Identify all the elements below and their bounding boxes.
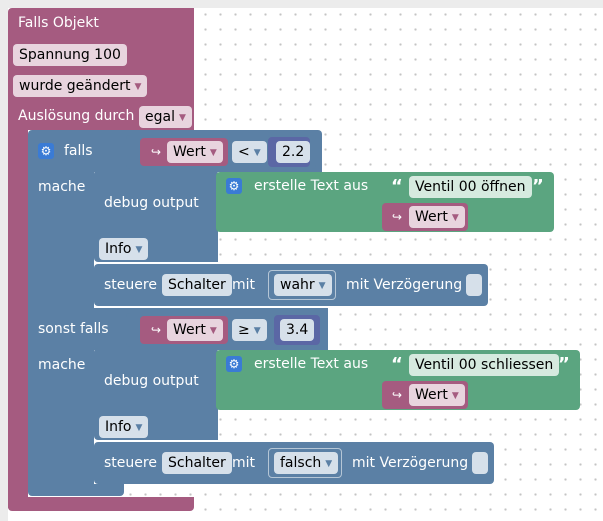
operator-dropdown[interactable]: ≥▼: [232, 319, 267, 341]
return-arrow-icon: ↪: [151, 145, 162, 159]
trigger-dropdown-label: egal: [145, 109, 175, 125]
return-arrow-icon: ↪: [151, 323, 162, 337]
if-label: falls: [64, 143, 93, 159]
variable-dropdown[interactable]: Wert▼: [409, 384, 465, 406]
variable-dropdown-label: Wert: [173, 322, 206, 338]
make-text-label: erstelle Text aus: [254, 356, 369, 372]
triangle-down-icon: ▼: [135, 423, 143, 433]
operator-dropdown-label: <: [238, 144, 250, 160]
triangle-down-icon: ▼: [209, 326, 217, 336]
with-label: mit: [232, 277, 256, 293]
block-header-label: Falls Objekt: [18, 15, 99, 31]
quote-open-icon: “: [391, 354, 403, 375]
target-object-field[interactable]: Schalter: [162, 274, 232, 296]
delay-label: mit Verzögerung: [352, 455, 469, 471]
debug-output-label: debug output: [104, 195, 199, 211]
condition-dropdown[interactable]: wurde geändert▼: [13, 75, 148, 97]
delay-label: mit Verzögerung: [346, 277, 463, 293]
log-level-dropdown[interactable]: Info▼: [99, 238, 149, 260]
control-label: steuere: [104, 455, 157, 471]
triangle-down-icon: ▼: [178, 113, 186, 123]
number-field[interactable]: 3.4: [280, 319, 315, 341]
triangle-down-icon: ▼: [209, 148, 217, 158]
boolean-dropdown-label: falsch: [280, 455, 322, 471]
boolean-socket: [268, 270, 336, 300]
variable-dropdown[interactable]: Wert▼: [167, 141, 223, 163]
workspace-left-border: [0, 0, 8, 521]
with-label: mit: [232, 455, 256, 471]
target-object-field[interactable]: Schalter: [162, 452, 232, 474]
quote-close-icon: ”: [532, 176, 544, 197]
log-level-dropdown-label: Info: [105, 241, 132, 257]
do-label: mache: [38, 357, 86, 373]
triangle-down-icon: ▼: [325, 459, 333, 469]
gear-icon[interactable]: ⚙: [38, 143, 54, 159]
make-text-label: erstelle Text aus: [254, 178, 369, 194]
else-if-label: sonst falls: [38, 321, 109, 337]
variable-dropdown[interactable]: Wert▼: [409, 206, 465, 228]
variable-dropdown[interactable]: Wert▼: [167, 319, 223, 341]
triangle-down-icon: ▼: [318, 281, 326, 291]
quote-open-icon: “: [391, 176, 403, 197]
quote-close-icon: ”: [558, 354, 570, 375]
control-label: steuere: [104, 277, 157, 293]
return-arrow-icon: ↪: [392, 210, 403, 224]
triangle-down-icon: ▼: [451, 391, 459, 401]
variable-dropdown-label: Wert: [173, 144, 206, 160]
do-label: mache: [38, 179, 86, 195]
text-literal-field[interactable]: Ventil 00 öffnen: [409, 176, 532, 198]
variable-dropdown-label: Wert: [415, 209, 448, 225]
boolean-socket: [268, 448, 342, 478]
operator-dropdown[interactable]: <▼: [232, 141, 267, 163]
text-literal-field[interactable]: Ventil 00 schliessen: [409, 354, 560, 376]
number-field[interactable]: 2.2: [276, 141, 311, 163]
triangle-down-icon: ▼: [451, 213, 459, 223]
operator-dropdown-label: ≥: [238, 322, 250, 338]
gear-icon[interactable]: ⚙: [226, 178, 242, 194]
trigger-label: Auslösung durch: [18, 108, 135, 124]
log-level-dropdown-label: Info: [105, 419, 132, 435]
boolean-dropdown-label: wahr: [280, 277, 315, 293]
object-id-field[interactable]: Spannung 100: [13, 44, 127, 66]
gear-icon[interactable]: ⚙: [226, 356, 242, 372]
trigger-dropdown[interactable]: egal▼: [139, 106, 192, 128]
boolean-dropdown[interactable]: falsch▼: [274, 452, 339, 474]
debug-output-label: debug output: [104, 373, 199, 389]
boolean-dropdown[interactable]: wahr▼: [274, 274, 332, 296]
triangle-down-icon: ▼: [253, 148, 261, 158]
delay-checkbox[interactable]: [466, 274, 482, 296]
triangle-down-icon: ▼: [135, 245, 143, 255]
triangle-down-icon: ▼: [253, 326, 261, 336]
variable-dropdown-label: Wert: [415, 387, 448, 403]
log-level-dropdown[interactable]: Info▼: [99, 416, 149, 438]
return-arrow-icon: ↪: [392, 388, 403, 402]
workspace-top-border: [0, 0, 603, 8]
condition-dropdown-label: wurde geändert: [19, 78, 131, 94]
triangle-down-icon: ▼: [134, 82, 142, 92]
delay-checkbox[interactable]: [472, 452, 488, 474]
